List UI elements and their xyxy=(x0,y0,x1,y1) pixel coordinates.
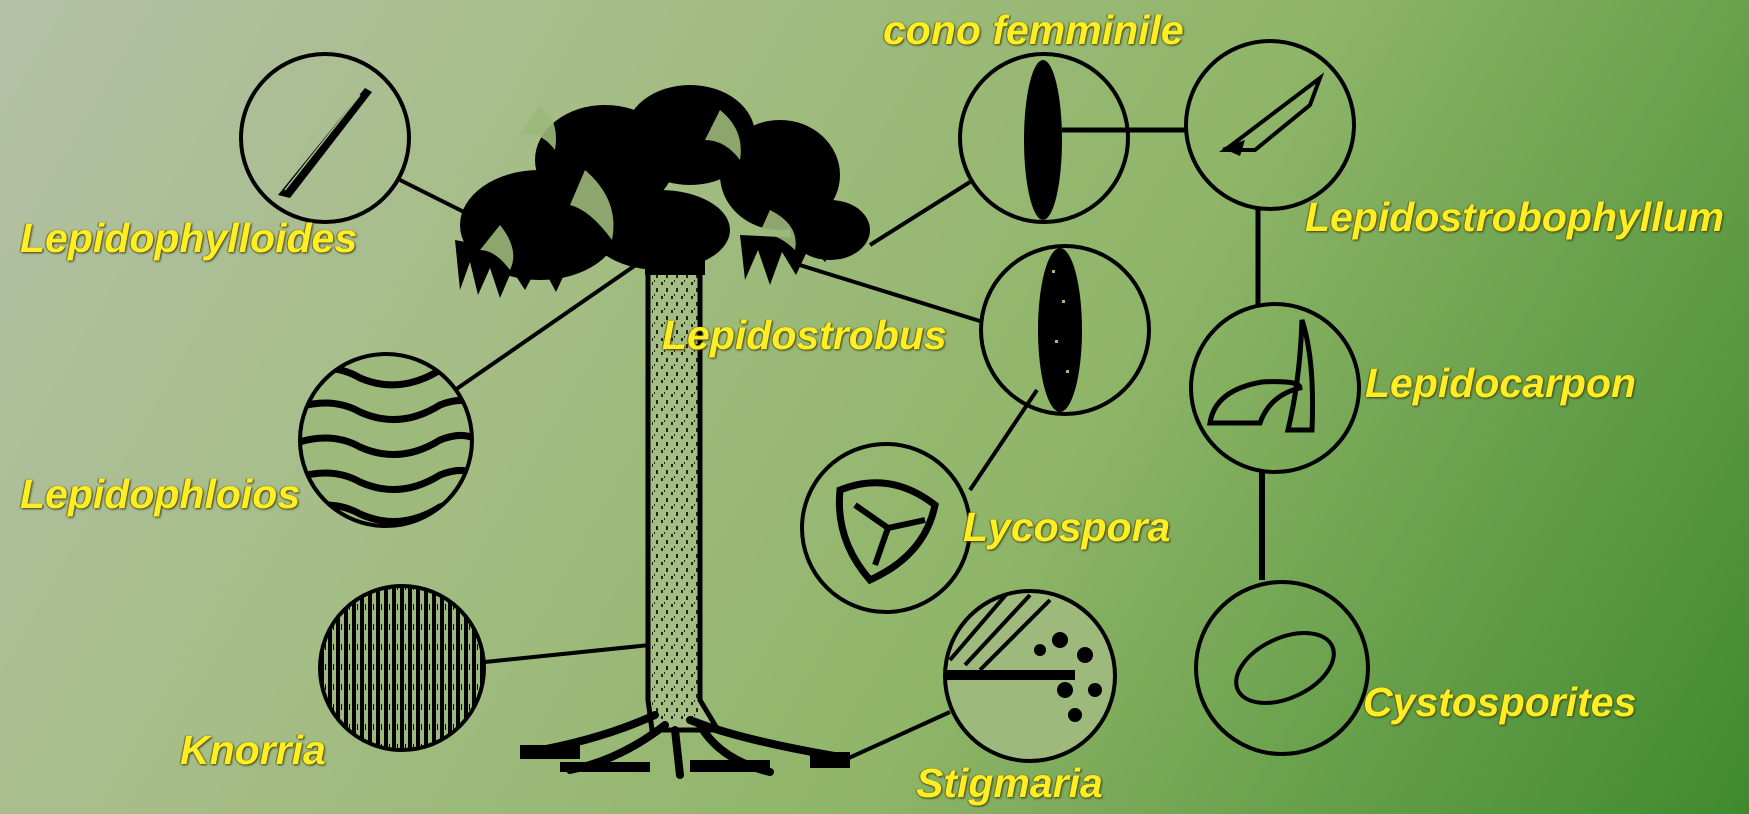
lepidocarpon-circle xyxy=(1191,304,1359,472)
cono-femminile-circle xyxy=(960,54,1128,222)
lepidodendron-tree xyxy=(455,85,870,775)
cystosporites-circle xyxy=(1196,582,1368,754)
label-knorria: Knorria xyxy=(180,730,326,771)
lepidostrobophyllum-circle xyxy=(1186,41,1354,209)
label-lepidocarpon: Lepidocarpon xyxy=(1365,363,1636,404)
stigmaria-circle xyxy=(945,590,1115,761)
lycospora-circle xyxy=(802,444,970,612)
label-stigmaria: Stigmaria xyxy=(916,763,1103,804)
label-lepidophylloides: Lepidophylloides xyxy=(20,218,357,259)
label-lycospora: Lycospora xyxy=(963,507,1170,548)
label-lepidostrobus: Lepidostrobus xyxy=(662,315,947,356)
label-cono-femminile: cono femminile xyxy=(883,10,1184,51)
label-cystosporites: Cystosporites xyxy=(1363,682,1636,723)
lepidostrobus-circle xyxy=(981,246,1149,414)
lepidophloios-circle xyxy=(290,354,480,526)
lepidophylloides-circle xyxy=(241,54,409,222)
knorria-circle xyxy=(320,586,484,750)
label-lepidostrobophyllum: Lepidostrobophyllum xyxy=(1305,197,1724,238)
label-lepidophloios: Lepidophloios xyxy=(20,474,300,515)
